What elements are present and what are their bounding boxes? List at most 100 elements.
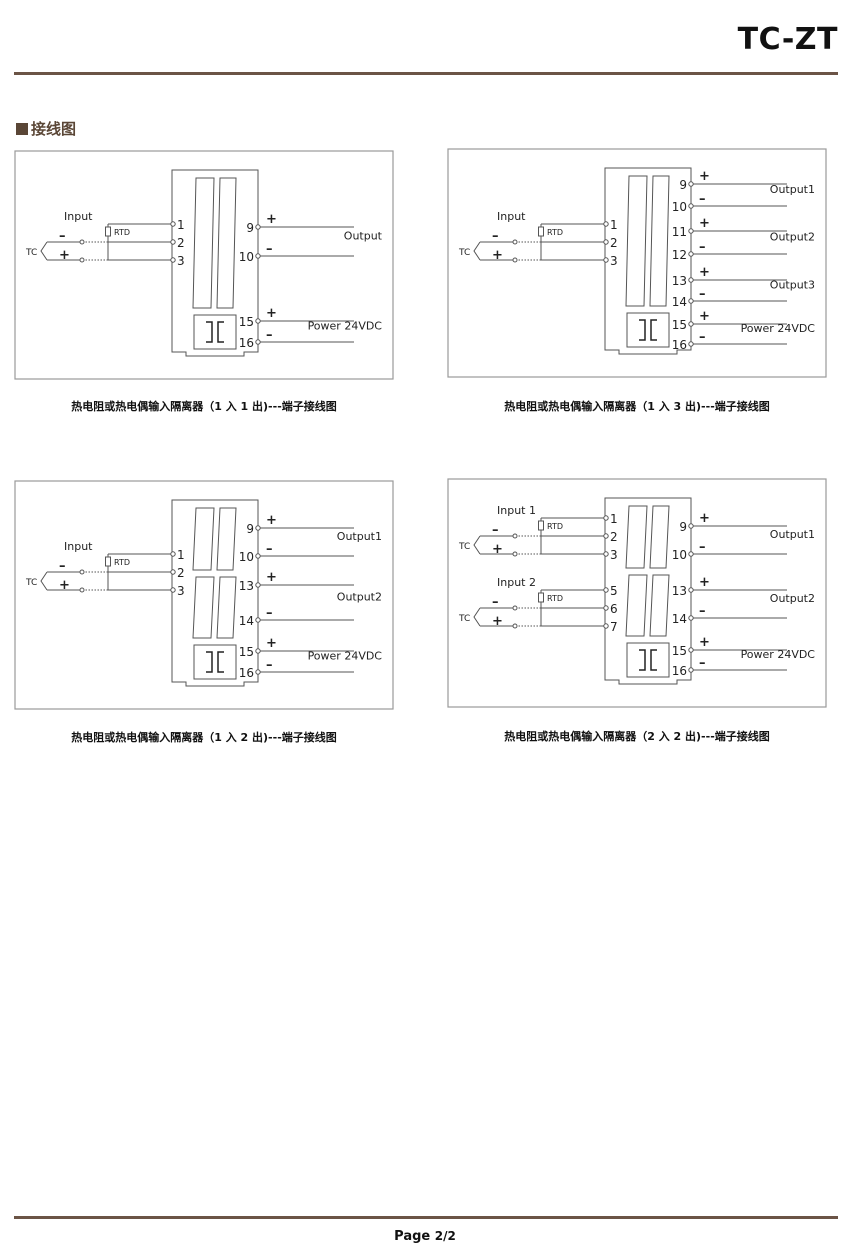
- diagram-4-input-1-rtd-resistor-icon: [538, 520, 544, 531]
- diagram-1-input-1-terminal-label: 1: [177, 218, 185, 232]
- diagram-4-output-1-label: Output1: [770, 528, 815, 541]
- diagram-2-input-1-rtd-label: RTD: [547, 228, 563, 237]
- diagram-4-power-terminal-label: 15: [672, 644, 687, 658]
- diagram-2-input-1-tc-junction-icon: [473, 241, 481, 261]
- diagram-2-input-1-terminal-dot-1: [603, 221, 609, 227]
- diagram-4-input-1-terminal-dot-2: [603, 533, 609, 539]
- diagram-4-input-1-tc-dot-minus: [512, 533, 518, 539]
- diagram-2-input-1-terminal-label: 1: [610, 218, 618, 232]
- diagram-3-input-1-terminal-label: 1: [177, 548, 185, 562]
- diagram-4-input-2-terminal-dot-5: [603, 587, 609, 593]
- diagram-4-output-2-terminal-label: 13: [672, 584, 687, 598]
- diagram-4-input-2-terminal-label: 6: [610, 602, 618, 616]
- diagram-3-power-terminal-label: 15: [239, 645, 254, 659]
- diagram-4-power-terminal-dot-16: [688, 667, 694, 673]
- diagram-1-input-1-terminal-label: 2: [177, 236, 185, 250]
- diagram-4-isolation-icon-right: [650, 649, 657, 671]
- diagram-1-input-1-tc-dot-plus: [79, 257, 85, 263]
- diagram-2-output-1-terminal-dot-9: [688, 181, 694, 187]
- diagram-4-input-1-terminal-label: 3: [610, 548, 618, 562]
- diagram-1-power-terminal-label: 15: [239, 315, 254, 329]
- diagram-4-output-2-terminal-dot-14: [688, 615, 694, 621]
- diagram-4-isolation-icon-left: [639, 649, 646, 671]
- diagram-4-input-1-tc-dot-plus: [512, 551, 518, 557]
- diagram-1-input-1-rtd-resistor-icon: [105, 226, 111, 237]
- diagram-2-output-3-plus-sign: +: [699, 265, 710, 280]
- diagram-2-isolation-icon-left: [639, 319, 646, 341]
- diagram-caption-1in-3out: 热电阻或热电偶输入隔离器（1 入 3 出)---端子接线图: [504, 400, 770, 413]
- diagram-3-input-1-tc-junction-icon: [40, 571, 48, 591]
- diagram-3-channel-window-left: [192, 576, 215, 639]
- diagram-4-power-terminal-label: 16: [672, 664, 687, 678]
- diagram-4-input-2-terminal-dot-7: [603, 623, 609, 629]
- diagram-4-channel-window-right: [649, 574, 670, 637]
- diagram-4-input-1-terminal-label: 2: [610, 530, 618, 544]
- diagram-4-output-1-terminal-dot-9: [688, 523, 694, 529]
- diagram-3-input-1-terminal-dot-3: [170, 587, 176, 593]
- diagram-2-input-1-terminal-dot-3: [603, 257, 609, 263]
- diagram-4-module-body: [604, 497, 692, 685]
- diagram-2-power-terminal-label: 15: [672, 318, 687, 332]
- diagram-3-output-2-terminal-label: 13: [239, 579, 254, 593]
- diagram-4-isolation-box: [626, 642, 670, 678]
- diagram-4-input-1-terminal-dot-3: [603, 551, 609, 557]
- diagram-2-isolation-icon-right: [650, 319, 657, 341]
- diagram-1-output-1-terminal-dot-10: [255, 253, 261, 259]
- diagram-4-input-1-plus-sign: +: [492, 542, 503, 557]
- diagram-4-input-2-terminal-dot-6: [603, 605, 609, 611]
- diagram-1-power-terminal-dot-16: [255, 339, 261, 345]
- diagram-1-input-1-input-label: Input: [64, 210, 93, 223]
- diagram-3-module-body: [171, 499, 259, 687]
- header-rule: [14, 72, 838, 75]
- diagram-2-output-1-plus-sign: +: [699, 169, 710, 184]
- diagram-3-input-1-terminal-label: 2: [177, 566, 185, 580]
- diagram-4-power-minus-sign: –: [699, 656, 706, 671]
- diagram-3-output-2-minus-sign: –: [266, 606, 273, 621]
- diagram-3-output-1-terminal-dot-9: [255, 525, 261, 531]
- diagram-2-input-1-minus-sign: –: [492, 229, 499, 244]
- page-label: Page: [394, 1229, 431, 1244]
- diagram-3-input-1-minus-sign: –: [59, 559, 66, 574]
- diagram-2-power-minus-sign: –: [699, 330, 706, 345]
- diagram-3-input-1-terminal-dot-1: [170, 551, 176, 557]
- diagram-4-input-1-input-label: Input 1: [497, 504, 536, 517]
- diagram-2-output-1-terminal-label: 9: [679, 178, 687, 192]
- diagram-2-output-1-minus-sign: –: [699, 192, 706, 207]
- diagram-2-channel-window-right: [649, 175, 670, 307]
- diagram-1-output-1-terminal-label: 9: [246, 221, 254, 235]
- diagram-4-input-2-tc-dot-minus: [512, 605, 518, 611]
- diagram-2-input-1-tc-dot-minus: [512, 239, 518, 245]
- diagram-1-power-terminal-label: 16: [239, 336, 254, 350]
- diagram-3-output-2-terminal-label: 14: [239, 614, 254, 628]
- diagram-4-output-1-terminal-dot-10: [688, 551, 694, 557]
- diagram-3-input-1-tc-dot-plus: [79, 587, 85, 593]
- diagram-1-input-1-rtd-label: RTD: [114, 228, 130, 237]
- diagram-1-input-1-tc-dot-minus: [79, 239, 85, 245]
- diagram-2-output-3-minus-sign: –: [699, 287, 706, 302]
- diagram-2-output-2-plus-sign: +: [699, 216, 710, 231]
- diagram-1-input-1-terminal-dot-3: [170, 257, 176, 263]
- diagram-3-output-2-plus-sign: +: [266, 570, 277, 585]
- diagram-2-input-1-terminal-label: 3: [610, 254, 618, 268]
- diagram-3-output-1-terminal-label: 9: [246, 522, 254, 536]
- diagram-4-input-2-minus-sign: –: [492, 595, 499, 610]
- diagram-1-output-1-terminal-label: 10: [239, 250, 254, 264]
- diagram-2-output-3-terminal-dot-14: [688, 298, 694, 304]
- diagram-3-output-1-terminal-label: 10: [239, 550, 254, 564]
- diagram-2-output-1-label: Output1: [770, 183, 815, 196]
- diagram-4-power-terminal-dot-15: [688, 647, 694, 653]
- section-heading-text: 接线图: [31, 120, 77, 138]
- diagram-4-output-2-plus-sign: +: [699, 575, 710, 590]
- diagram-2-input-1-terminal-label: 2: [610, 236, 618, 250]
- diagram-1-power-plus-sign: +: [266, 306, 277, 321]
- diagram-3-input-1-input-label: Input: [64, 540, 93, 553]
- diagram-2-input-1-rtd-resistor-icon: [538, 226, 544, 237]
- diagram-1-power-terminal-dot-15: [255, 318, 261, 324]
- diagram-2-power-terminal-dot-15: [688, 321, 694, 327]
- diagram-4-input-1-tc-label: TC: [458, 542, 470, 552]
- diagram-1-power-minus-sign: –: [266, 328, 273, 343]
- diagram-3-output-1-plus-sign: +: [266, 513, 277, 528]
